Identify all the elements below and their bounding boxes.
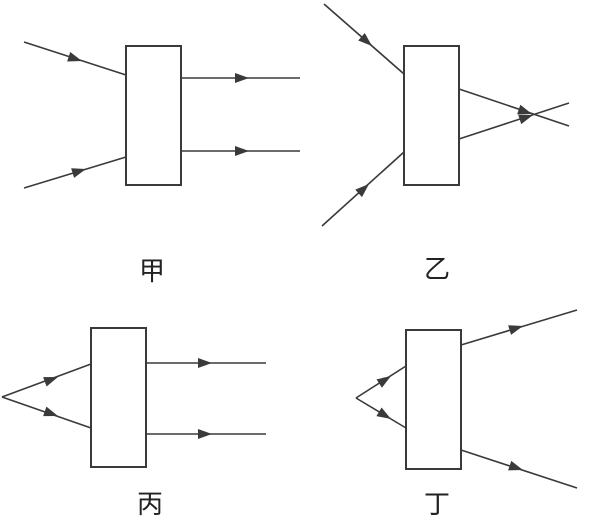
arrow-icon	[235, 73, 249, 83]
arrow-icon	[71, 164, 88, 178]
panel-label-yi: 乙	[424, 255, 450, 285]
panel-bing: 丙	[1, 327, 266, 520]
panel-ding: 丁	[355, 309, 578, 520]
arrow-icon	[43, 406, 60, 421]
optical-box-ding	[405, 329, 462, 470]
panel-yi: 乙	[321, 3, 570, 285]
arrow-icon	[508, 321, 525, 335]
arrow-icon	[198, 429, 212, 439]
arrow-icon	[198, 358, 212, 368]
arrow-icon	[235, 146, 249, 156]
optical-box-jia	[125, 45, 182, 186]
optical-box-yi	[403, 45, 460, 186]
panel-label-bing: 丙	[137, 490, 163, 520]
arrow-icon	[67, 51, 84, 66]
arrow-icon	[43, 372, 60, 387]
arrow-icon	[376, 407, 394, 424]
panel-label-jia: 甲	[139, 257, 165, 287]
panel-label-ding: 丁	[424, 490, 450, 520]
optical-box-bing	[90, 327, 147, 468]
arrow-icon	[508, 460, 525, 475]
panel-jia: 甲	[23, 41, 300, 287]
arrow-icon	[376, 371, 394, 388]
emergent-ray-lower-yi	[458, 102, 570, 140]
emergent-ray-upper-yi	[458, 88, 570, 127]
